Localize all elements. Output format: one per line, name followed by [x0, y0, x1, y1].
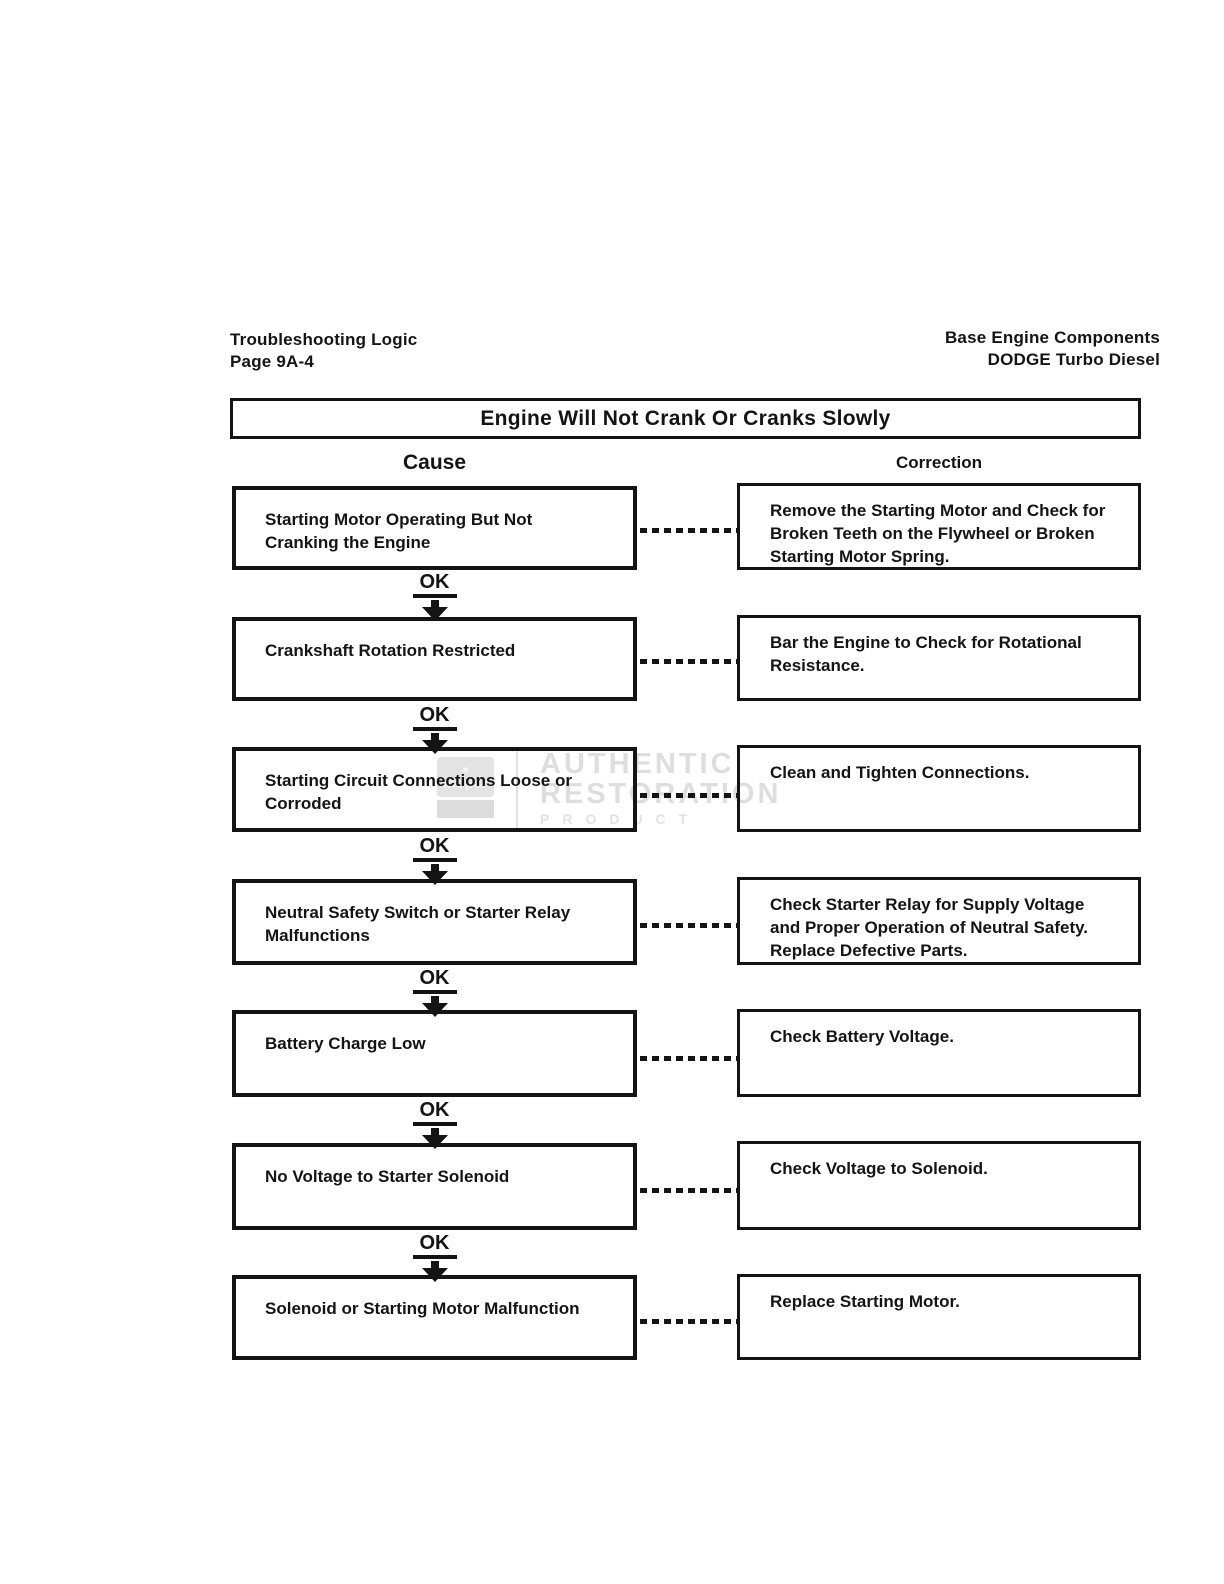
ok-label: OK — [412, 1233, 457, 1259]
correction-box: Remove the Starting Motor and Check for … — [737, 483, 1141, 570]
ok-step: OK — [377, 836, 492, 885]
pentastar-icon: ✶ — [460, 762, 471, 777]
header-component-group: Base Engine Components — [944, 328, 1160, 347]
cause-box: No Voltage to Starter Solenoid — [232, 1143, 637, 1230]
mopar-logo: ✶ mopar — [437, 757, 494, 818]
header-right: Base Engine Components DODGE Turbo Diese… — [945, 327, 1160, 371]
correction-box: Clean and Tighten Connections. — [737, 745, 1141, 832]
header-page-number: Page 9A-4 — [230, 352, 315, 371]
ok-label: OK — [412, 572, 457, 598]
correction-box: Check Voltage to Solenoid. — [737, 1141, 1141, 1230]
watermark-divider — [516, 749, 518, 829]
cause-column-header: Cause — [402, 451, 467, 474]
dashed-connector — [640, 1319, 738, 1324]
ok-label: OK — [412, 705, 457, 731]
cause-box: Starting Motor Operating But Not Crankin… — [232, 486, 637, 570]
header-left: Troubleshooting Logic Page 9A-4 — [230, 329, 417, 373]
ok-label: OK — [412, 1100, 457, 1126]
correction-box: Replace Starting Motor. — [737, 1274, 1141, 1360]
cause-box: Solenoid or Starting Motor Malfunction — [232, 1275, 637, 1360]
correction-box: Check Battery Voltage. — [737, 1009, 1141, 1097]
cause-box: Crankshaft Rotation Restricted — [232, 617, 637, 701]
cause-box: Neutral Safety Switch or Starter Relay M… — [232, 879, 637, 965]
dashed-connector — [640, 528, 738, 533]
dashed-connector — [640, 1056, 738, 1061]
dashed-connector — [640, 923, 738, 928]
ok-step: OK — [377, 1100, 492, 1149]
cause-box: Starting Circuit Connections Loose or Co… — [232, 747, 637, 832]
ok-label: OK — [412, 836, 457, 862]
cause-box: Battery Charge Low — [232, 1010, 637, 1097]
dashed-connector — [640, 1188, 738, 1193]
ok-step: OK — [377, 572, 492, 621]
dashed-connector — [640, 659, 738, 664]
watermark-line3: PRODUCT — [540, 811, 701, 827]
mopar-logo-text: mopar — [442, 774, 489, 791]
correction-box: Bar the Engine to Check for Rotational R… — [737, 615, 1141, 701]
header-vehicle: DODGE Turbo Diesel — [987, 350, 1160, 369]
mopar-logo-box: ✶ mopar — [437, 757, 494, 797]
ok-label: OK — [412, 968, 457, 994]
mopar-logo-bar — [437, 800, 494, 818]
flowchart-title: Engine Will Not Crank Or Cranks Slowly — [480, 406, 891, 430]
flowchart-title-box: Engine Will Not Crank Or Cranks Slowly — [230, 398, 1141, 439]
correction-column-header: Correction — [896, 453, 982, 472]
header-doc-section: Troubleshooting Logic — [230, 330, 418, 349]
dashed-connector — [640, 793, 738, 798]
correction-box: Check Starter Relay for Supply Voltage a… — [737, 877, 1141, 965]
